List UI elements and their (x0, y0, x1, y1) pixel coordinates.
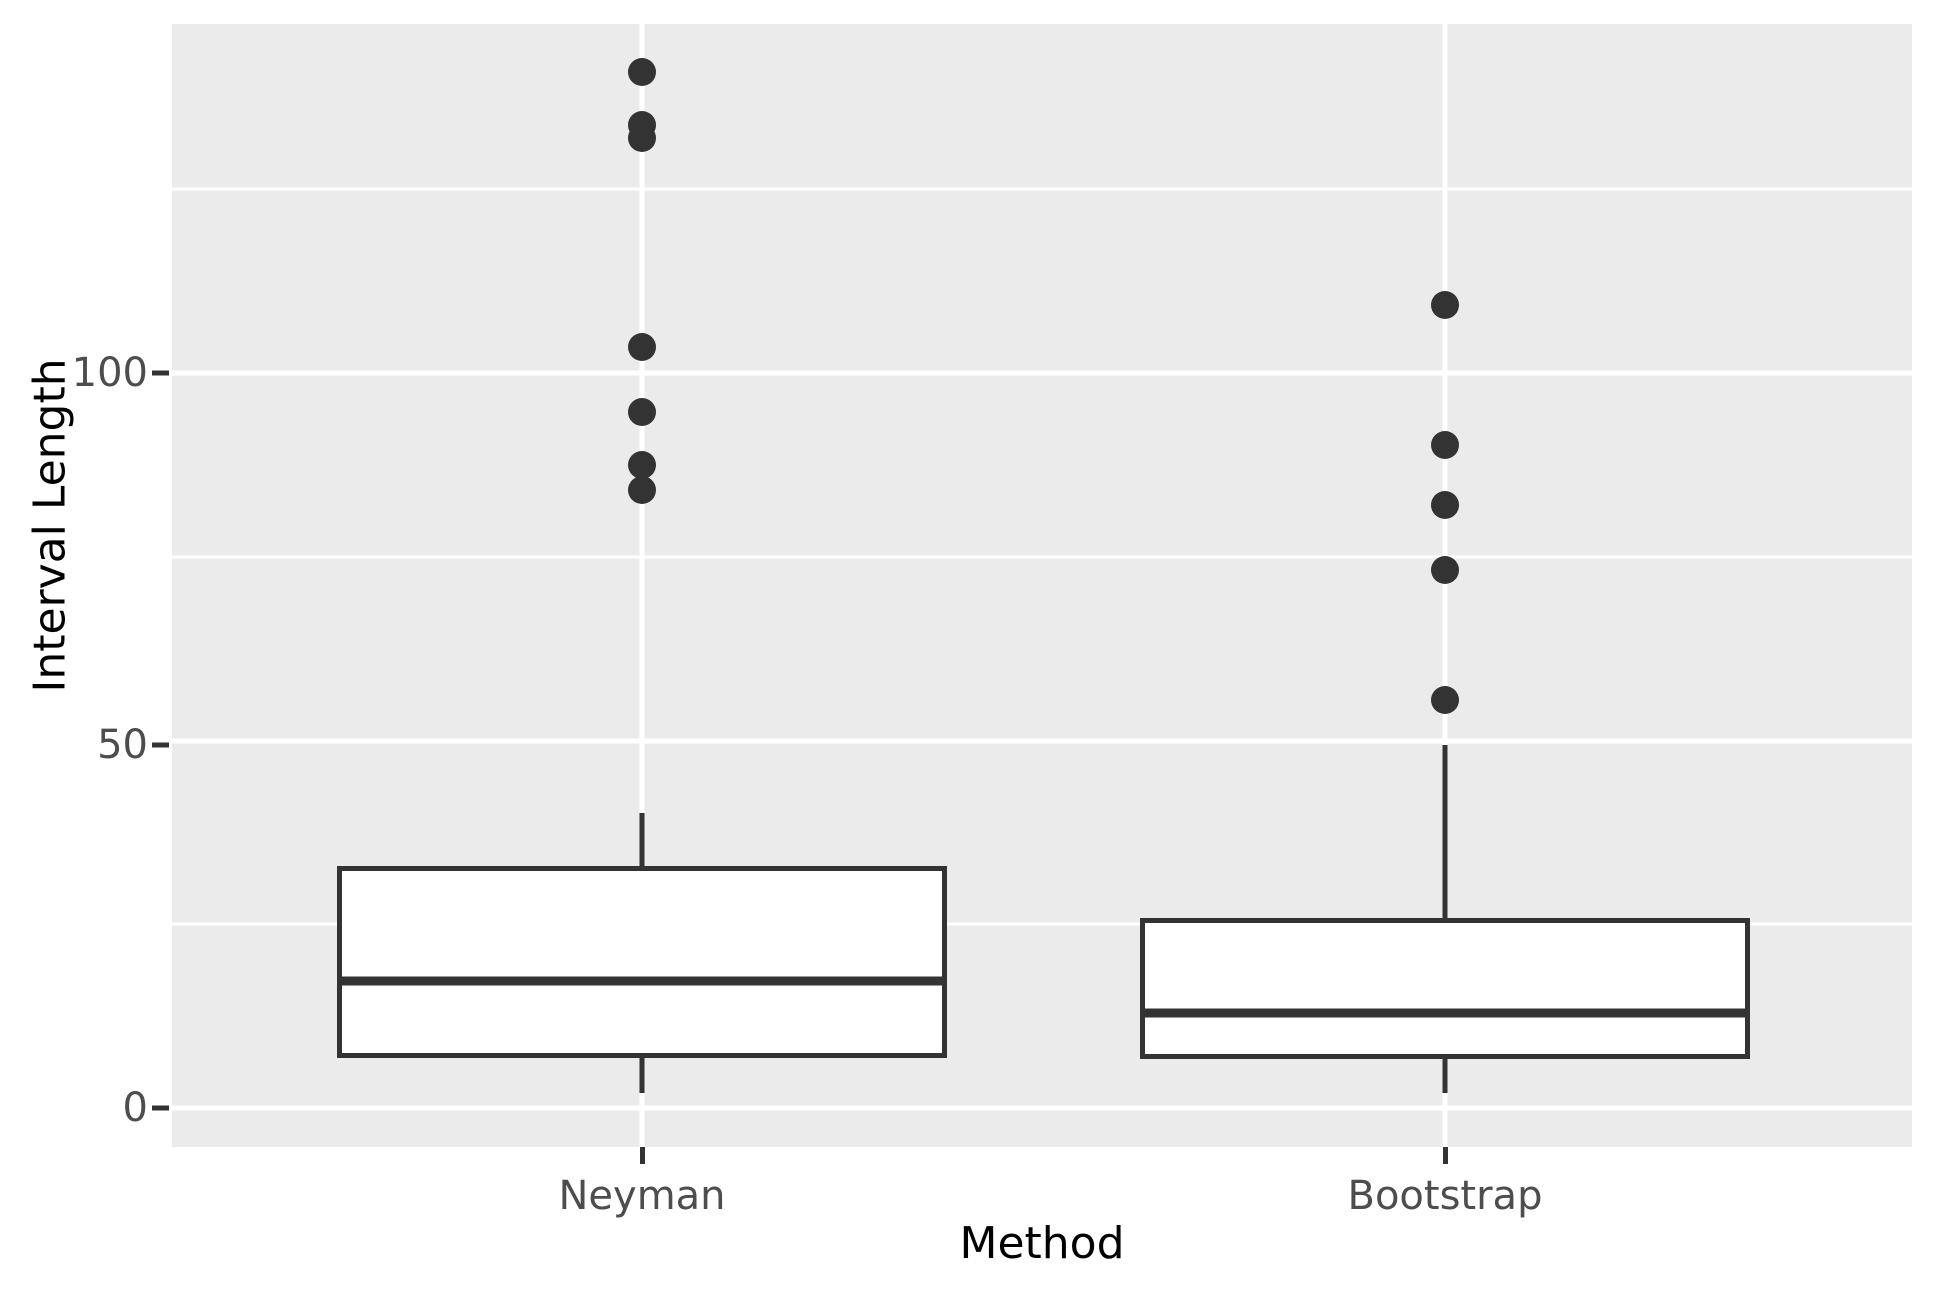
gridline-major-x-neyman (639, 24, 645, 1147)
x-axis-title: Method (959, 1218, 1125, 1269)
outlier-point-bootstrap-1[interactable] (1431, 431, 1459, 460)
outlier-point-neyman-4[interactable] (628, 397, 656, 426)
y-tick-label-100: 100 (71, 350, 148, 396)
y-tick-mark-100 (152, 370, 169, 376)
median-line-bootstrap (1140, 1008, 1750, 1018)
outlier-point-bootstrap-0[interactable] (1431, 290, 1459, 319)
gridline-major-y-0 (172, 1105, 1912, 1111)
x-tick-mark-bootstrap (1442, 1147, 1448, 1164)
outlier-point-neyman-2[interactable] (628, 123, 656, 152)
gridline-major-x-bootstrap (1442, 24, 1448, 1147)
whisker-upper-neyman (639, 813, 645, 867)
median-line-neyman (337, 976, 947, 986)
whisker-upper-bootstrap (1442, 744, 1448, 918)
plot-panel (172, 24, 1912, 1147)
box-group-neyman[interactable] (172, 24, 1912, 1147)
outlier-point-neyman-6[interactable] (628, 475, 656, 504)
gridline-minor-y-125 (172, 187, 1912, 191)
x-tick-mark-neyman (639, 1147, 645, 1164)
x-tick-label-neyman: Neyman (558, 1173, 726, 1219)
outlier-point-bootstrap-3[interactable] (1431, 555, 1459, 584)
outlier-point-bootstrap-4[interactable] (1431, 686, 1459, 715)
outlier-point-neyman-5[interactable] (628, 450, 656, 479)
y-tick-label-0: 0 (122, 1085, 148, 1131)
box-bootstrap[interactable] (1140, 917, 1750, 1059)
outlier-point-neyman-0[interactable] (628, 57, 656, 86)
gridline-minor-y-25 (172, 922, 1912, 926)
whisker-lower-neyman (639, 1058, 645, 1094)
outlier-point-neyman-3[interactable] (628, 333, 656, 362)
gridline-major-y-100 (172, 370, 1912, 376)
box-group-bootstrap[interactable] (172, 24, 1912, 1147)
gridline-minor-y-75 (172, 555, 1912, 559)
y-tick-mark-50 (152, 742, 169, 748)
outlier-point-bootstrap-2[interactable] (1431, 491, 1459, 520)
y-axis-title: Interval Length (24, 358, 76, 693)
y-tick-label-50: 50 (97, 722, 148, 768)
box-neyman[interactable] (337, 866, 947, 1058)
gridline-major-y-50 (172, 738, 1912, 743)
y-tick-mark-0 (152, 1105, 169, 1111)
whisker-lower-bootstrap (1442, 1058, 1448, 1094)
x-tick-label-bootstrap: Bootstrap (1347, 1173, 1543, 1219)
